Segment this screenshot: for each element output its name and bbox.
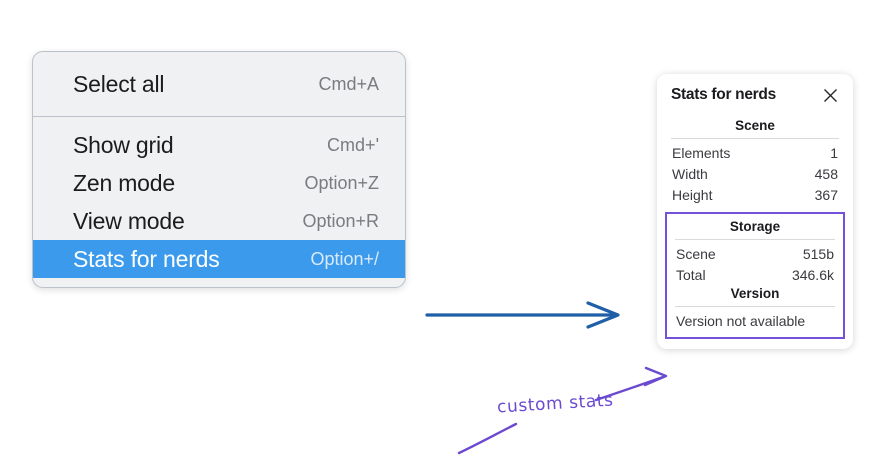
context-menu[interactable]: Select all Cmd+A Show grid Cmd+' Zen mod… bbox=[32, 51, 406, 288]
stat-value: 1 bbox=[830, 144, 838, 161]
stat-row-width: Width 458 bbox=[669, 163, 841, 184]
stat-row-storage-scene: Scene 515b bbox=[673, 243, 837, 264]
section-header-version: Version bbox=[730, 286, 780, 301]
menu-item-shortcut: Option+/ bbox=[310, 248, 379, 269]
stat-row-storage-total: Total 346.6k bbox=[673, 264, 837, 285]
menu-item-zen-mode[interactable]: Zen mode Option+Z bbox=[33, 164, 405, 202]
menu-item-label: View mode bbox=[73, 207, 185, 234]
section-rule bbox=[671, 138, 839, 139]
menu-item-label: Stats for nerds bbox=[73, 245, 220, 272]
menu-divider bbox=[33, 116, 405, 117]
menu-item-shortcut: Cmd+' bbox=[327, 134, 379, 155]
menu-section-1: Select all Cmd+A bbox=[33, 52, 405, 116]
menu-section-2: Show grid Cmd+' Zen mode Option+Z View m… bbox=[33, 117, 405, 287]
stat-row-elements: Elements 1 bbox=[669, 142, 841, 163]
section-rule bbox=[675, 306, 835, 307]
menu-item-stats-for-nerds[interactable]: Stats for nerds Option+/ bbox=[33, 240, 405, 278]
menu-item-view-mode[interactable]: View mode Option+R bbox=[33, 202, 405, 240]
section-header-storage: Storage bbox=[729, 219, 781, 234]
stat-row-height: Height 367 bbox=[669, 184, 841, 205]
panel-header: Stats for nerds bbox=[669, 85, 841, 104]
stat-key: Width bbox=[672, 165, 708, 182]
flow-arrow-icon bbox=[425, 301, 620, 329]
menu-item-label: Select all bbox=[73, 70, 165, 97]
stat-key: Total bbox=[676, 266, 706, 283]
menu-item-label: Show grid bbox=[73, 131, 174, 158]
menu-item-shortcut: Cmd+A bbox=[318, 73, 379, 94]
stat-value: 458 bbox=[814, 165, 838, 182]
menu-item-select-all[interactable]: Select all Cmd+A bbox=[33, 65, 405, 103]
menu-item-shortcut: Option+Z bbox=[304, 172, 379, 193]
custom-stats-highlight-box: Storage Scene 515b Total 346.6k Version … bbox=[665, 212, 845, 339]
stat-value: 367 bbox=[814, 186, 838, 203]
section-header-scene: Scene bbox=[735, 118, 775, 133]
stat-value: 346.6k bbox=[791, 266, 834, 283]
section-rule bbox=[675, 239, 835, 240]
stat-key: Scene bbox=[676, 245, 716, 262]
stats-for-nerds-panel: Stats for nerds Scene Elements 1 Width 4… bbox=[657, 74, 853, 349]
custom-stats-tail-stroke-icon bbox=[457, 422, 518, 455]
stat-key: Height bbox=[672, 186, 713, 203]
stat-value: 515b bbox=[802, 245, 834, 262]
menu-item-label: Zen mode bbox=[73, 169, 175, 196]
menu-item-shortcut: Option+R bbox=[302, 210, 379, 231]
custom-stats-annotation-label: custom stats bbox=[496, 390, 615, 418]
stat-key: Elements bbox=[672, 144, 731, 161]
menu-item-show-grid[interactable]: Show grid Cmd+' bbox=[33, 126, 405, 164]
close-icon[interactable] bbox=[822, 87, 839, 104]
panel-title: Stats for nerds bbox=[671, 86, 776, 103]
version-value: Version not available bbox=[676, 313, 806, 329]
